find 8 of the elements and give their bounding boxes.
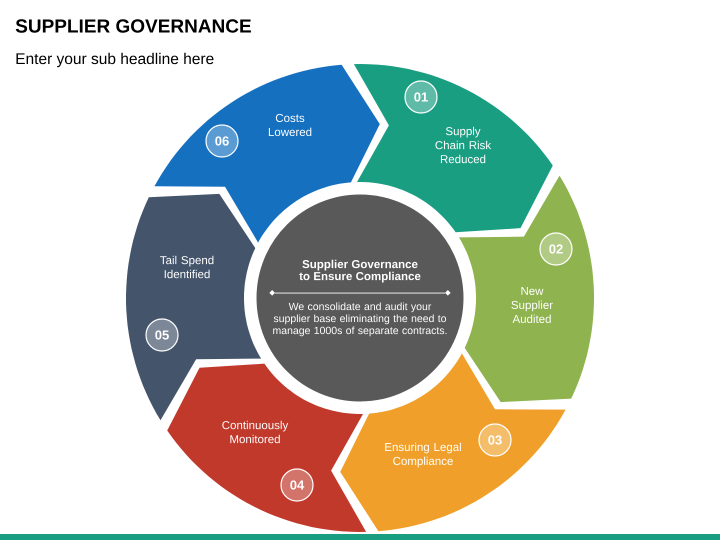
number-badge: 02 — [539, 232, 573, 266]
number-badge: 01 — [404, 80, 438, 114]
number-badge: 03 — [478, 423, 512, 457]
number-badge: 05 — [145, 318, 179, 352]
subtitle: Enter your sub headline here — [16, 52, 214, 68]
number-badge: 04 — [280, 468, 314, 502]
number-badge: 06 — [205, 124, 239, 158]
title: SUPPLIER GOVERNANCE — [16, 19, 251, 33]
